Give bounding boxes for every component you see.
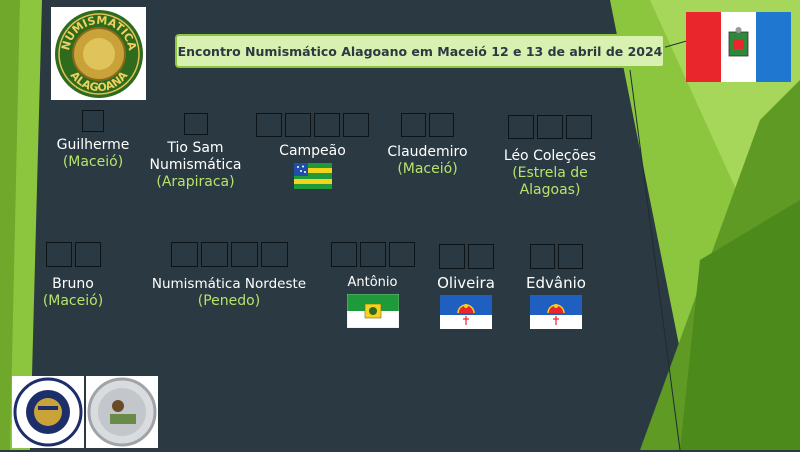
table-slots <box>490 115 610 139</box>
exhibitor-city: (Maceió) <box>397 161 458 177</box>
exhibitor-name: Guilherme <box>56 137 130 153</box>
table-slot <box>260 242 288 267</box>
table-slot <box>359 242 386 267</box>
table-slot <box>314 113 340 137</box>
table-slot <box>330 242 357 267</box>
exhibitor-name: Edvânio <box>526 274 586 292</box>
table-slot <box>45 242 72 267</box>
table-slots <box>23 242 123 267</box>
table-slot <box>285 113 311 137</box>
rio-grande-do-norte-flag <box>346 294 399 328</box>
sociedade-numismatica-brasileira-logo <box>12 376 84 448</box>
table-slot <box>429 113 454 137</box>
exhibitor-claudemiro: Claudemiro (Maceió) <box>375 113 480 178</box>
exhibitor-name: Numismática Nordeste <box>151 276 307 292</box>
exhibitor-city: (Arapiraca) <box>156 174 235 190</box>
exhibitor-edvanio: Edvânio <box>519 244 593 329</box>
exhibitor-tio-sam: Tio Sam Numismática (Arapiraca) <box>138 113 253 191</box>
exhibitor-city: (Estrela de Alagoas) <box>512 165 588 198</box>
exhibitor-city: (Maceió) <box>62 154 124 170</box>
table-slots <box>138 113 253 135</box>
ccmbr-logo <box>86 376 158 448</box>
exhibitor-oliveira: Oliveira <box>427 244 505 329</box>
table-slot <box>438 244 465 269</box>
exhibitor-name: Tio Sam Numismática <box>149 140 242 173</box>
table-slot <box>388 242 415 267</box>
table-slots <box>148 242 310 267</box>
table-slots <box>519 244 593 269</box>
pernambuco-flag <box>530 295 582 329</box>
exhibitor-city: (Penedo) <box>197 293 261 309</box>
table-slots <box>43 110 143 132</box>
exhibitor-name: Campeão <box>279 143 346 159</box>
exhibitor-city: (Maceió) <box>42 293 104 309</box>
table-slot <box>82 110 104 132</box>
numismatica-alagoana-logo: NUMISMÁTICA ALAGOANA <box>51 7 146 100</box>
table-slot <box>557 244 583 269</box>
alagoas-flag <box>686 12 791 82</box>
exhibitor-campeao: Campeão <box>250 113 375 189</box>
table-slot <box>200 242 228 267</box>
exhibitor-name: Léo Coleções <box>503 148 597 164</box>
title-banner: Encontro Numismático Alagoano em Maceió … <box>175 34 665 68</box>
exhibitor-name: Claudemiro <box>387 144 468 160</box>
exhibitor-numismatica-nordeste: Numismática Nordeste (Penedo) <box>148 242 310 310</box>
sergipe-flag <box>293 163 332 189</box>
table-slot <box>74 242 101 267</box>
exhibitor-antonio: Antônio <box>325 242 420 328</box>
exhibitor-leo-colecoes: Léo Coleções (Estrela de Alagoas) <box>490 115 610 199</box>
table-slot <box>566 115 592 139</box>
table-slots <box>250 113 375 137</box>
table-slot <box>467 244 494 269</box>
exhibitor-name: Oliveira <box>437 274 495 292</box>
table-slot <box>537 115 563 139</box>
table-slot <box>256 113 282 137</box>
exhibitor-guilherme: Guilherme (Maceió) <box>43 110 143 171</box>
table-slots <box>375 113 480 137</box>
table-slot <box>170 242 198 267</box>
table-slots <box>325 242 420 267</box>
exhibitor-name: Bruno <box>52 276 94 292</box>
table-slots <box>427 244 505 269</box>
table-slot <box>230 242 258 267</box>
exhibitor-bruno: Bruno (Maceió) <box>23 242 123 310</box>
table-slot <box>401 113 426 137</box>
table-slot <box>529 244 555 269</box>
table-slot <box>183 113 208 135</box>
page-title: Encontro Numismático Alagoano em Maceió … <box>177 43 663 59</box>
table-slot <box>508 115 534 139</box>
exhibitor-name: Antônio <box>347 275 398 290</box>
pernambuco-flag <box>440 295 492 329</box>
table-slot <box>343 113 369 137</box>
